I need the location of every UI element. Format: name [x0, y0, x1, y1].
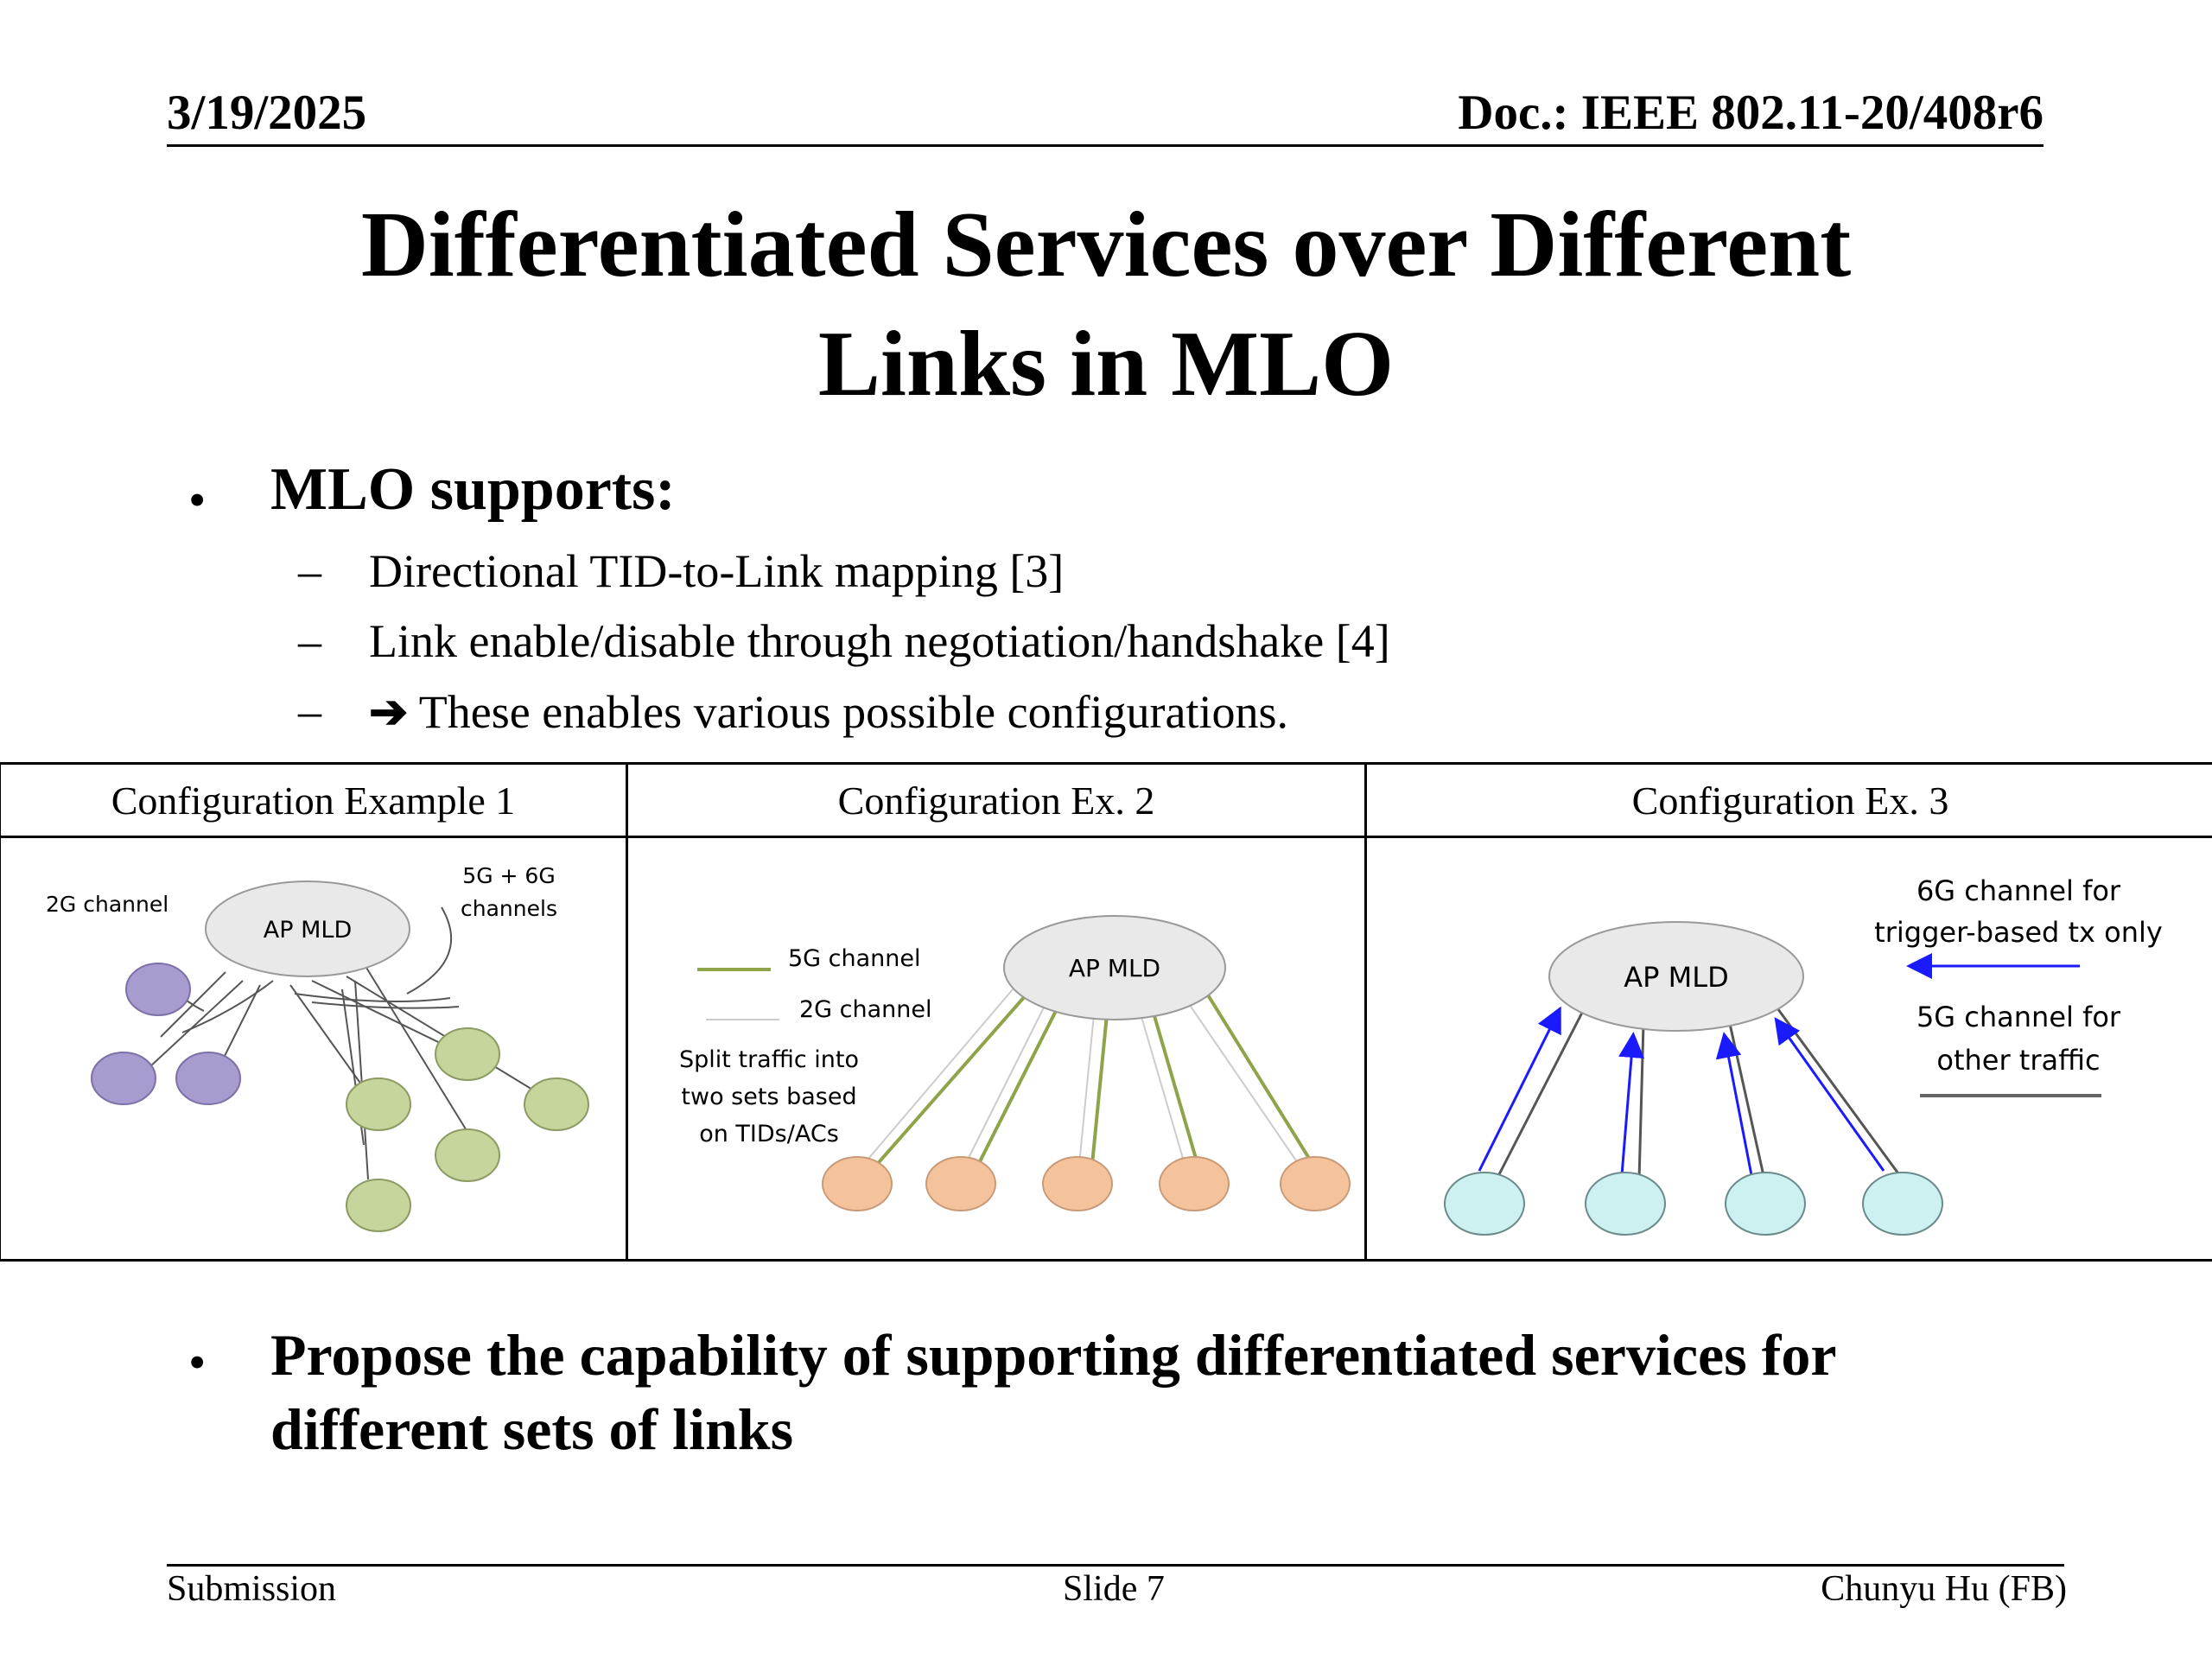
sub-item-1: Directional TID-to-Link mapping [3] — [369, 544, 1064, 598]
footer-slide-number: Slide 7 — [1063, 1568, 1165, 1610]
green-client-node — [435, 1028, 499, 1080]
purple-client-node — [92, 1052, 156, 1104]
green-client-node — [435, 1129, 499, 1181]
label-6g-line1: 6G channel for — [1916, 874, 2121, 907]
green-client-node — [346, 1179, 410, 1231]
footer-author: Chunyu Hu (FB) — [1821, 1568, 2067, 1610]
config-example-3-diagram: AP MLD 6G channel for trigger-based tx o… — [1367, 838, 2212, 1255]
config-header-2: Configuration Ex. 2 — [627, 764, 1366, 837]
peach-client-node — [1160, 1157, 1229, 1211]
header-divider — [167, 144, 2044, 147]
config-example-1-cell: AP MLD 2G channel 5G + 6G channels — [0, 837, 627, 1261]
cyan-client-node — [1586, 1173, 1665, 1235]
config-example-1-diagram: AP MLD 2G channel 5G + 6G channels — [1, 838, 626, 1255]
sub-dash: – — [298, 684, 321, 738]
label-6g-line2: trigger-based tx only — [1874, 916, 2163, 949]
slide-title: Differentiated Services over Different L… — [0, 186, 2212, 424]
cyan-client-node — [1726, 1173, 1805, 1235]
header-date: 3/19/2025 — [167, 85, 366, 141]
sub-item-3-text: These enables various possible configura… — [419, 686, 1288, 738]
cyan-client-node — [1445, 1173, 1524, 1235]
purple-client-node — [126, 963, 190, 1015]
note-line1: Split traffic into — [679, 1046, 859, 1073]
peach-client-node — [1281, 1157, 1350, 1211]
green-client-node — [346, 1078, 410, 1130]
legend-2g-label: 2G channel — [799, 996, 932, 1023]
footer-submission: Submission — [167, 1568, 336, 1610]
legend-5g-label: 5G channel — [788, 945, 921, 972]
config-example-2-diagram: AP MLD 5G channel 2G channel Split traff… — [628, 838, 1364, 1255]
label-5g-line1: 5G channel for — [1916, 1001, 2121, 1033]
config-header-1: Configuration Example 1 — [0, 764, 627, 837]
slide-title-line2: Links in MLO — [0, 305, 2212, 424]
label-5g6g-line2: channels — [461, 896, 557, 921]
proposal-line2: different sets of links — [270, 1392, 2085, 1466]
sub-item-3: ➔ These enables various possible configu… — [369, 684, 1288, 739]
ap-mld-label: AP MLD — [1069, 954, 1160, 982]
note-line3: on TIDs/ACs — [699, 1121, 839, 1147]
green-client-node — [524, 1078, 588, 1130]
arrow-right-icon: ➔ — [369, 686, 408, 738]
config-header-3: Configuration Ex. 3 — [1366, 764, 2212, 837]
purple-client-node — [176, 1052, 240, 1104]
peach-client-node — [1043, 1157, 1112, 1211]
bullet-dot: • — [188, 471, 206, 529]
ap-mld-label: AP MLD — [264, 917, 352, 944]
label-2g-channel: 2G channel — [46, 892, 168, 917]
slide-title-line1: Differentiated Services over Different — [0, 186, 2212, 305]
configuration-table: Configuration Example 1 Configuration Ex… — [0, 762, 2212, 1262]
sub-dash: – — [298, 544, 321, 598]
footer-divider — [167, 1564, 2064, 1567]
ap-mld-label: AP MLD — [1624, 961, 1728, 994]
sub-item-2: Link enable/disable through negotiation/… — [369, 614, 1390, 668]
config-example-3-cell: AP MLD 6G channel for trigger-based tx o… — [1366, 837, 2212, 1261]
note-line2: two sets based — [681, 1084, 856, 1110]
peach-client-node — [823, 1157, 892, 1211]
cyan-client-node — [1863, 1173, 1942, 1235]
bullet-dot: • — [188, 1333, 206, 1391]
label-5g-line2: other traffic — [1936, 1044, 2100, 1077]
peach-client-node — [926, 1157, 995, 1211]
header-doc-id: Doc.: IEEE 802.11-20/408r6 — [1458, 85, 2044, 141]
config-example-2-cell: AP MLD 5G channel 2G channel Split traff… — [627, 837, 1366, 1261]
label-5g6g-line1: 5G + 6G — [462, 863, 555, 888]
proposal-bullet: Propose the capability of supporting dif… — [270, 1318, 2085, 1466]
sub-dash: – — [298, 614, 321, 668]
bullet-main: MLO supports: — [270, 455, 676, 524]
proposal-line1: Propose the capability of supporting dif… — [270, 1318, 2085, 1392]
